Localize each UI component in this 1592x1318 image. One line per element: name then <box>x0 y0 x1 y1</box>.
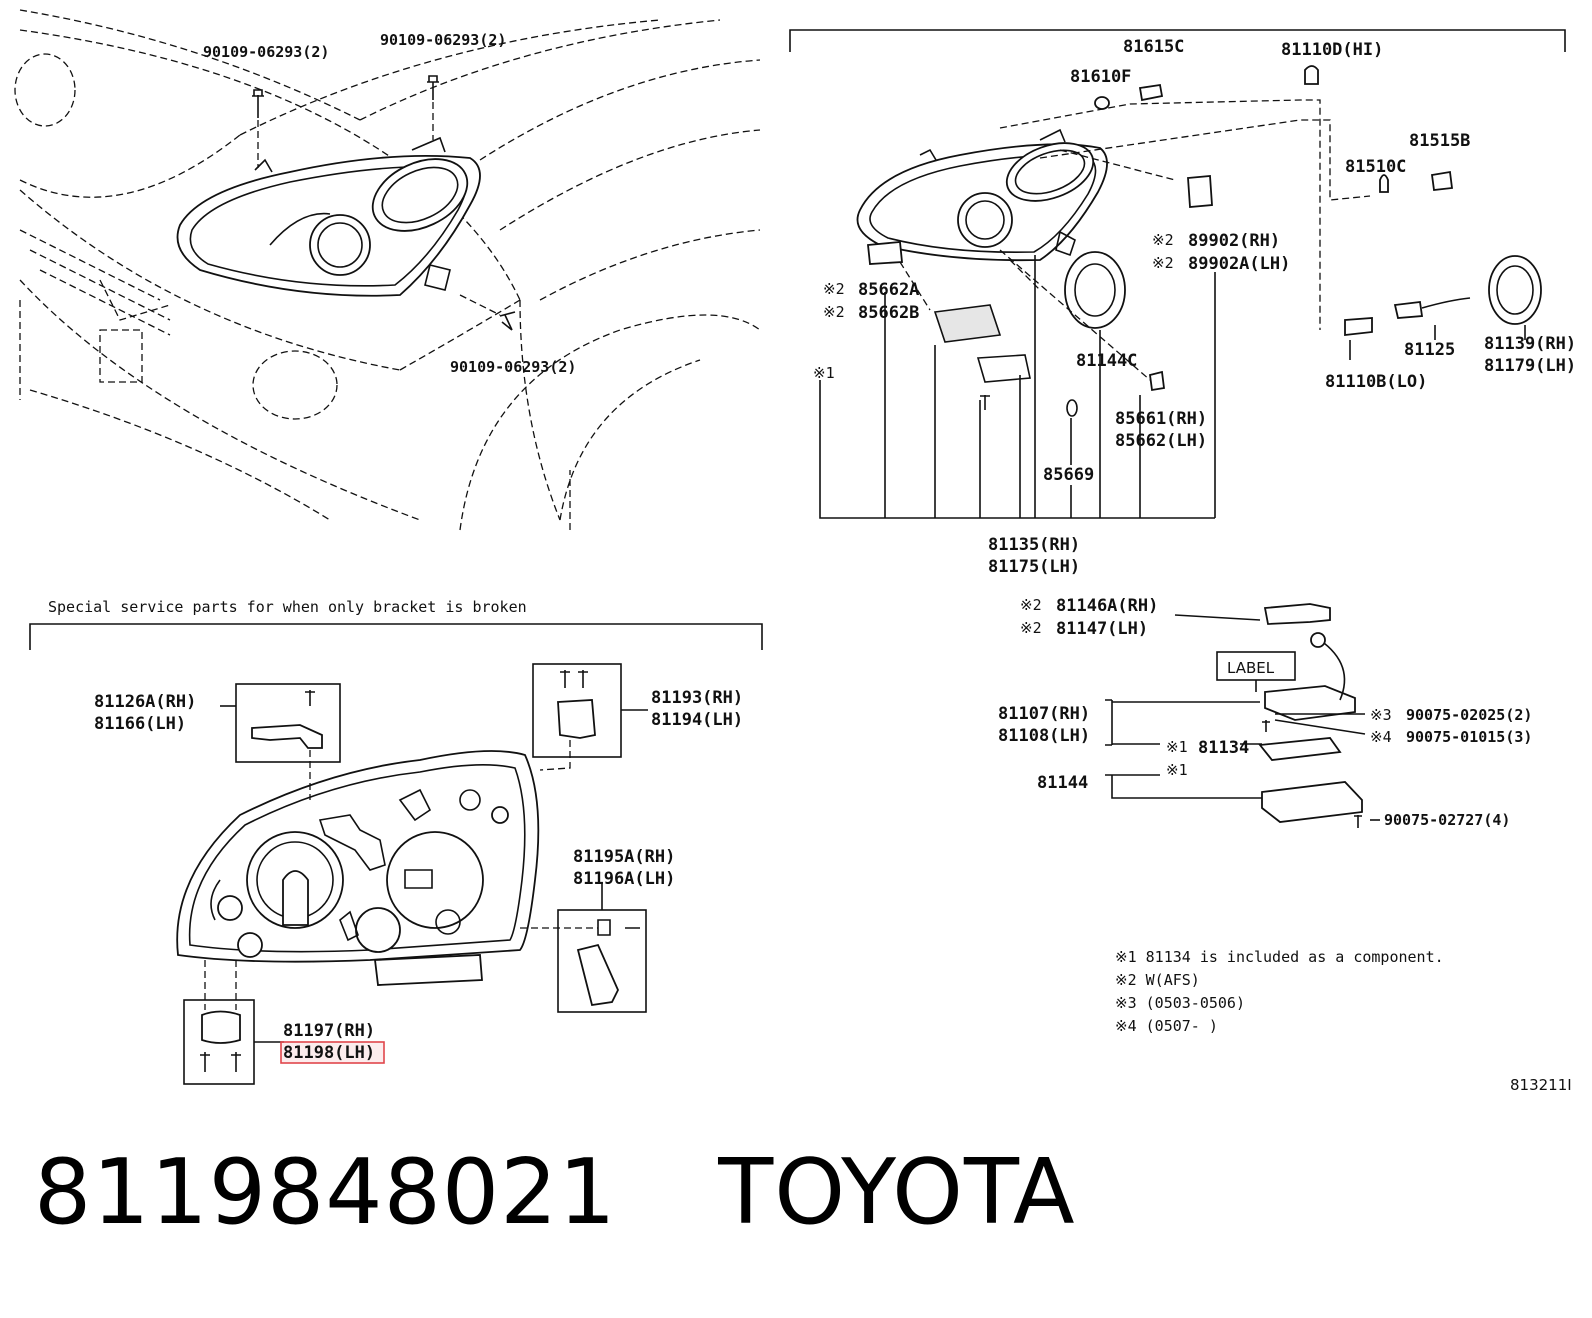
bolt-label-c: 90109-06293(2) <box>450 358 576 376</box>
footer-title: 8119848021 TOYOTA <box>34 1140 1076 1245</box>
part-81197: 81197(RH) <box>283 1021 375 1041</box>
part-85662b: 85662B <box>858 303 919 323</box>
mark-85662b: ※2 <box>823 303 845 321</box>
special-service-bracket <box>29 623 763 650</box>
afs-computer-group <box>1105 603 1380 828</box>
part-81175: 81175(LH) <box>988 557 1080 577</box>
part-85661: 85661(RH) <box>1115 409 1207 429</box>
part-81195a: 81195A(RH) <box>573 847 675 867</box>
part-81147: 81147(LH) <box>1056 619 1148 639</box>
mark-81134: ※1 <box>1166 738 1188 756</box>
mark-89902: ※2 <box>1152 231 1174 249</box>
footnote-3: ※3 (0503-0506) <box>1115 994 1245 1012</box>
part-81110b: 81110B(LO) <box>1325 372 1427 392</box>
part-81615c: 81615C <box>1123 37 1184 57</box>
part-81134: 81134 <box>1198 738 1249 758</box>
mark-85662a: ※2 <box>823 280 845 298</box>
part-81126a: 81126A(RH) <box>94 692 196 712</box>
mark-90075a: ※3 <box>1370 706 1392 724</box>
part-81146a: 81146A(RH) <box>1056 596 1158 616</box>
diagram-code: 813211I <box>1510 1076 1572 1094</box>
part-85662a: 85662A <box>858 280 919 300</box>
footer-part-number: 8119848021 <box>34 1140 617 1245</box>
part-81198: 81198(LH) <box>283 1043 375 1063</box>
part-81125: 81125 <box>1404 340 1455 360</box>
mark-81147: ※2 <box>1020 619 1042 637</box>
footnote-1: ※1 81134 is included as a component. <box>1115 948 1444 966</box>
part-81139: 81139(RH) <box>1484 334 1576 354</box>
mark-90075b: ※4 <box>1370 728 1392 746</box>
mark-89902a: ※2 <box>1152 254 1174 272</box>
highlight-81198 <box>280 1041 385 1064</box>
vehicle-front-illustration <box>14 9 761 531</box>
part-81193: 81193(RH) <box>651 688 743 708</box>
bracket-box-81126a <box>235 683 341 763</box>
part-81108: 81108(LH) <box>998 726 1090 746</box>
part-89902a: 89902A(LH) <box>1188 254 1290 274</box>
part-81135: 81135(RH) <box>988 535 1080 555</box>
footnote-2: ※2 W(AFS) <box>1115 971 1200 989</box>
bolt-label-b: 90109-06293(2) <box>380 31 506 49</box>
part-81610f: 81610F <box>1070 67 1131 87</box>
label-tag: LABEL <box>1227 659 1275 677</box>
screw-90075a: 90075-02025(2) <box>1406 706 1532 724</box>
part-89902: 89902(RH) <box>1188 231 1280 251</box>
special-service-caption: Special service parts for when only brac… <box>48 598 527 616</box>
part-81179: 81179(LH) <box>1484 356 1576 376</box>
footer-brand: TOYOTA <box>718 1140 1076 1245</box>
part-85669: 85669 <box>1043 465 1094 485</box>
mark-81146a: ※2 <box>1020 596 1042 614</box>
part-81510c: 81510C <box>1345 157 1406 177</box>
screw-90075b: 90075-01015(3) <box>1406 728 1532 746</box>
screw-90075c: 90075-02727(4) <box>1384 811 1510 829</box>
part-81110d: 81110D(HI) <box>1281 40 1383 60</box>
headlamp-rear-view <box>176 750 540 986</box>
part-85662: 85662(LH) <box>1115 431 1207 451</box>
part-81144: 81144 <box>1037 773 1088 793</box>
part-81515b: 81515B <box>1409 131 1470 151</box>
part-81144c: 81144C <box>1076 351 1137 371</box>
part-81107: 81107(RH) <box>998 704 1090 724</box>
footnote-4: ※4 (0507- ) <box>1115 1017 1218 1035</box>
mark-81144: ※1 <box>1166 761 1188 779</box>
mark-note1: ※1 <box>813 364 835 382</box>
part-81196a: 81196A(LH) <box>573 869 675 889</box>
part-81166: 81166(LH) <box>94 714 186 734</box>
bolt-label-a: 90109-06293(2) <box>203 43 329 61</box>
part-81194: 81194(LH) <box>651 710 743 730</box>
headlamp-exploded-view <box>789 29 1566 519</box>
